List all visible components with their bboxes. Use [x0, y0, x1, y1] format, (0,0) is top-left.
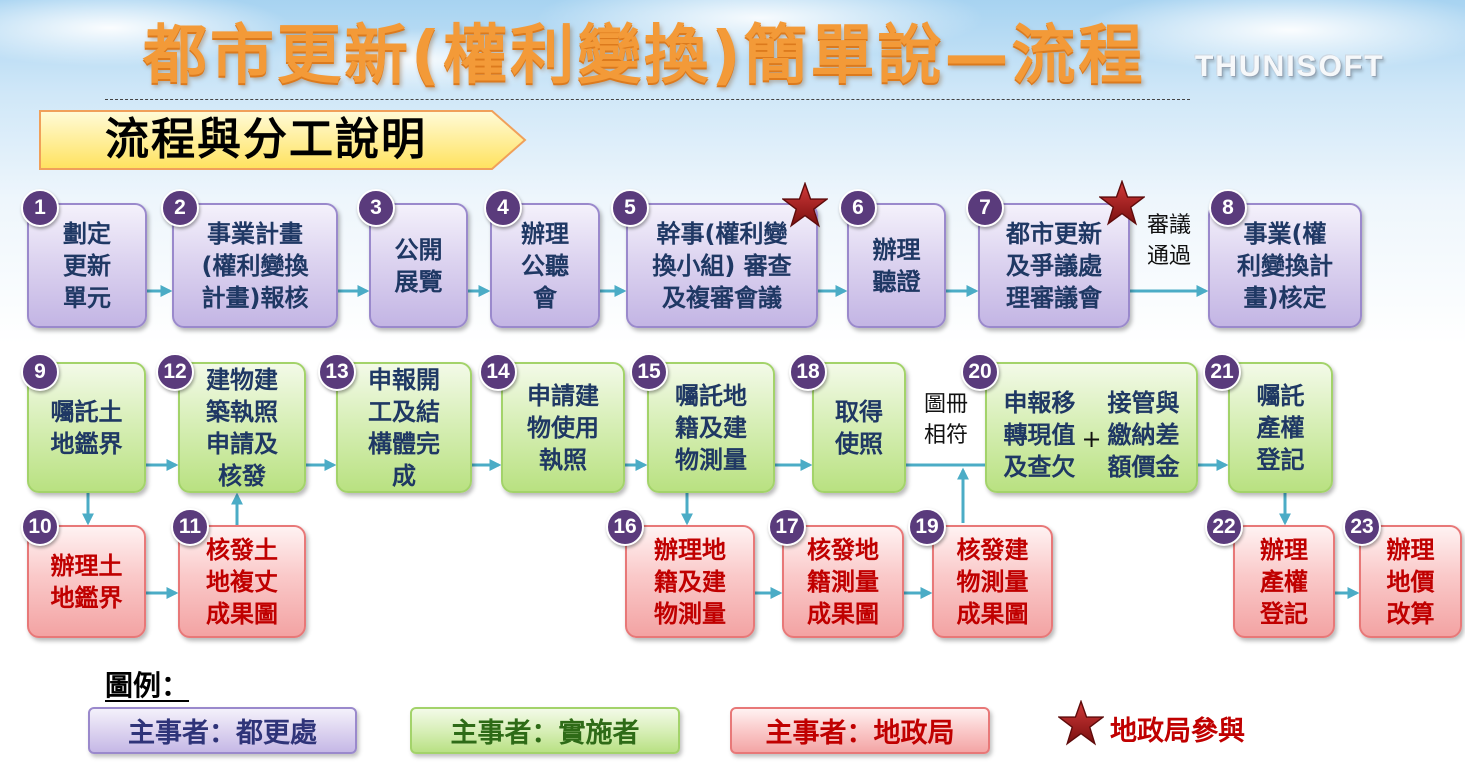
step-11-label: 核發土 地複丈 成果圖: [206, 535, 278, 628]
step-23-box: 辦理 地價 改算: [1359, 525, 1462, 638]
star-icon: [1099, 180, 1145, 226]
step-20-content: 申報移 轉現值 及查欠 + 接管與 繳納差 額價金: [1003, 387, 1179, 483]
step-15-label: 囑託地 籍及建 物測量: [675, 381, 747, 474]
step-20-left-label: 申報移 轉現值 及查欠: [1003, 388, 1076, 481]
section-banner-label: 流程與分工說明: [105, 114, 427, 165]
step-7-number-badge: 7: [966, 189, 1004, 227]
step-21-label: 囑託 產權 登記: [1256, 381, 1305, 474]
step-21-box: 囑託 產權 登記: [1228, 362, 1333, 493]
step-22-label: 辦理 產權 登記: [1260, 535, 1308, 628]
step-23-number-badge: 23: [1343, 508, 1381, 546]
step-18-number-badge: 18: [789, 353, 827, 391]
step-8-number-badge: 8: [1209, 189, 1247, 227]
step-13-box: 申報開 工及結 構體完 成: [336, 362, 472, 493]
step-4-number-badge: 4: [484, 189, 522, 227]
step-2-label: 事業計畫 (權利變換 計畫)報核: [201, 219, 309, 312]
step-12-label: 建物建 築執照 申請及 核發: [206, 365, 278, 490]
legend-item-implementer: 主事者：實施者: [410, 707, 680, 754]
step-12-box: 建物建 築執照 申請及 核發: [178, 362, 306, 493]
step-4-label: 辦理 公聽 會: [521, 219, 569, 312]
step-19-number-badge: 19: [908, 508, 946, 546]
step-6-label: 辦理 聽證: [872, 235, 921, 296]
step-2-number-badge: 2: [161, 189, 199, 227]
step-20-number-badge: 20: [961, 353, 999, 391]
legend-item-label: 主事者：地政局: [765, 718, 955, 749]
step-9-label: 囑託土 地鑑界: [50, 397, 123, 458]
step-20-right-label: 接管與 繳納差 額價金: [1107, 388, 1180, 481]
step-15-number-badge: 15: [630, 353, 668, 391]
edge-label-plans-match: 圖冊 相符: [923, 392, 968, 448]
edge-label-review-passed: 審議 通過: [1146, 213, 1191, 269]
legend-heading: 圖例：: [105, 669, 190, 702]
step-11-number-badge: 11: [171, 508, 209, 546]
step-13-label: 申報開 工及結 構體完 成: [368, 365, 440, 490]
step-5-label: 幹事(權利變 換小組) 審查 及複審會議: [652, 219, 792, 312]
step-17-box: 核發地 籍測量 成果圖: [782, 525, 904, 638]
step-11-box: 核發土 地複丈 成果圖: [178, 525, 306, 638]
step-16-number-badge: 16: [606, 508, 644, 546]
page-title: 都市更新(權利變換)簡單說—流程: [143, 19, 1146, 93]
step-18-label: 取得 使照: [835, 397, 883, 458]
step-5-box: 幹事(權利變 換小組) 審查 及複審會議: [626, 203, 818, 328]
step-10-number-badge: 10: [21, 508, 59, 546]
step-15-box: 囑託地 籍及建 物測量: [647, 362, 775, 493]
step-22-box: 辦理 產權 登記: [1233, 525, 1335, 638]
step-19-box: 核發建 物測量 成果圖: [932, 525, 1053, 638]
step-10-label: 辦理土 地鑑界: [50, 551, 123, 612]
legend-item-label: 主事者：實施者: [450, 718, 640, 749]
step-3-number-badge: 3: [357, 189, 395, 227]
step-21-number-badge: 21: [1203, 353, 1241, 391]
step-18-box: 取得 使照: [812, 362, 906, 493]
legend-item-land-office: 主事者：地政局: [730, 707, 990, 754]
step-16-label: 辦理地 籍及建 物測量: [654, 535, 726, 628]
step-14-label: 申請建 物使用 執照: [527, 381, 599, 474]
step-1-label: 劃定 更新 單元: [63, 219, 111, 312]
title-divider: [105, 99, 1190, 100]
step-7-label: 都市更新 及爭議處 理審議會: [1006, 219, 1102, 312]
step-8-label: 事業(權 利變換計 畫)核定: [1237, 219, 1333, 312]
step-1-number-badge: 1: [21, 189, 59, 227]
step-2-box: 事業計畫 (權利變換 計畫)報核: [172, 203, 338, 328]
step-16-box: 辦理地 籍及建 物測量: [625, 525, 755, 638]
step-17-label: 核發地 籍測量 成果圖: [807, 535, 879, 628]
step-17-number-badge: 17: [768, 508, 806, 546]
step-14-number-badge: 14: [479, 353, 517, 391]
star-icon: [782, 182, 828, 228]
banner-arrow-shape: [39, 110, 527, 170]
step-23-label: 辦理 地價 改算: [1386, 535, 1435, 628]
step-20-plus-sign: +: [1081, 424, 1102, 453]
step-5-number-badge: 5: [611, 189, 649, 227]
step-7-box: 都市更新 及爭議處 理審議會: [978, 203, 1130, 328]
step-3-label: 公開 展覽: [394, 235, 443, 296]
legend-star-label: 地政局參與: [1110, 716, 1245, 747]
step-14-box: 申請建 物使用 執照: [501, 362, 625, 493]
section-banner: 流程與分工說明: [38, 108, 528, 172]
legend-item-label: 主事者：都更處: [128, 718, 317, 749]
step-9-number-badge: 9: [21, 353, 59, 391]
step-19-label: 核發建 物測量 成果圖: [956, 535, 1029, 628]
step-13-number-badge: 13: [318, 353, 356, 391]
step-1-box: 劃定 更新 單元: [27, 203, 147, 328]
step-22-number-badge: 22: [1205, 508, 1243, 546]
thunisoft-logo: THUNISOFT: [1195, 50, 1385, 83]
star-icon: [1058, 700, 1104, 746]
step-6-number-badge: 6: [839, 189, 877, 227]
step-20-box: 申報移 轉現值 及查欠 + 接管與 繳納差 額價金: [985, 362, 1198, 493]
step-12-number-badge: 12: [156, 353, 194, 391]
legend-item-planning-office: 主事者：都更處: [88, 707, 357, 754]
